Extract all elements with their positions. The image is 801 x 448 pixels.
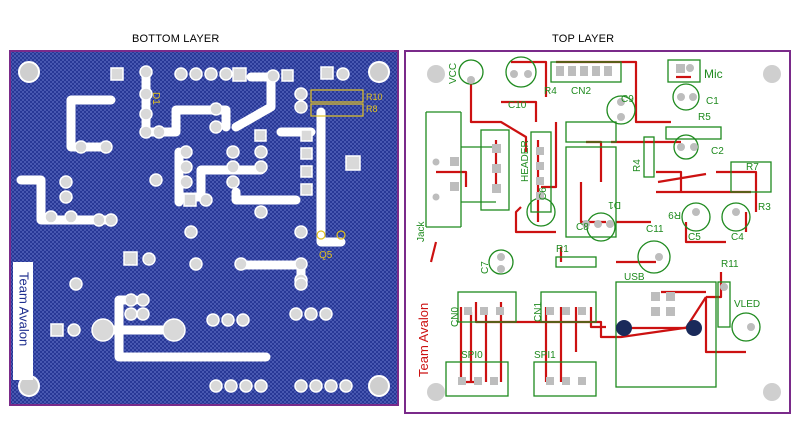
label-r3: R3 <box>758 202 771 213</box>
yellow-silkscreen <box>310 89 364 240</box>
mounting-holes <box>427 65 781 401</box>
label-d1: D1 <box>150 92 161 105</box>
label-vled: VLED <box>734 299 760 310</box>
label-spi0: SPI0 <box>461 350 483 361</box>
team-label-box <box>13 262 33 380</box>
label-usb: USB <box>624 272 645 283</box>
bottom-layer-board: D1 R10 R8 Q5 Team Avalon <box>9 50 399 406</box>
mounting-holes <box>18 61 390 397</box>
bottom-layer-caption: BOTTOM LAYER <box>132 33 220 45</box>
label-r4b: R4 <box>632 159 643 172</box>
top-layer-board: VCC C10 R4 CN2 C9 Mic C1 HEADER R5 R4 C2… <box>404 50 791 414</box>
label-c2: C2 <box>711 146 724 157</box>
label-c8: C8 <box>576 222 589 233</box>
label-cn1: CN1 <box>533 302 544 322</box>
team-label-top: Team Avalon <box>416 303 431 377</box>
label-c10: C10 <box>508 100 527 111</box>
label-r7: R7 <box>746 162 759 173</box>
bottom-pads <box>44 65 361 393</box>
label-vcc: VCC <box>448 63 459 84</box>
label-r8: R8 <box>366 104 378 114</box>
label-header: HEADER <box>520 140 531 182</box>
top-pads <box>432 64 755 385</box>
label-spi1: SPI1 <box>534 350 556 361</box>
label-r1: R1 <box>556 244 569 255</box>
label-cn2: CN2 <box>571 86 591 97</box>
label-c9: C9 <box>621 94 634 105</box>
label-c4: C4 <box>731 232 744 243</box>
label-c7: C7 <box>480 261 491 274</box>
usb-pads <box>616 320 702 336</box>
team-label-bottom: Team Avalon <box>17 272 32 346</box>
top-traces <box>429 60 758 384</box>
label-c1: C1 <box>706 96 719 107</box>
top-layer-caption: TOP LAYER <box>552 33 615 45</box>
label-c11: C11 <box>646 224 664 235</box>
label-d1: D1 <box>608 199 621 210</box>
label-r5: R5 <box>698 112 711 123</box>
label-c5: C5 <box>688 232 701 243</box>
label-q5: Q5 <box>319 250 333 261</box>
label-c6: C6 <box>538 187 549 200</box>
label-jack: Jack <box>416 220 427 242</box>
label-r10: R10 <box>366 92 383 102</box>
label-mic: Mic <box>704 67 723 81</box>
label-r9: R9 <box>668 209 681 220</box>
label-r11: R11 <box>721 259 739 270</box>
label-cn0: CN0 <box>450 307 461 327</box>
label-r4a: R4 <box>544 86 557 97</box>
